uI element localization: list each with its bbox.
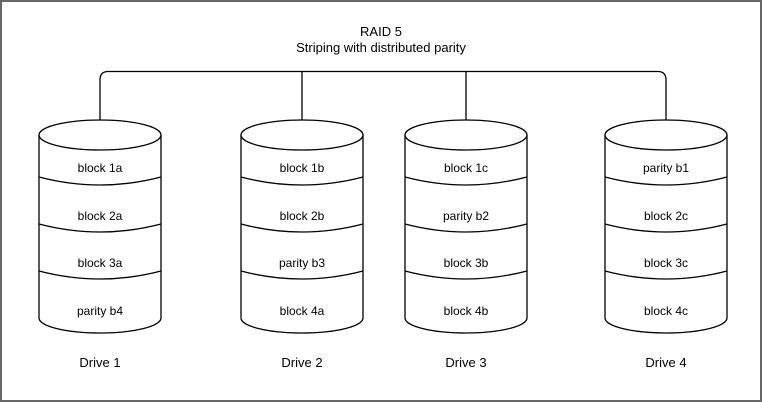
block-label: parity b2 — [442, 209, 490, 223]
block-label: parity b4 — [76, 304, 124, 318]
block-label: block 4b — [443, 304, 489, 318]
block-label: block 1c — [443, 161, 489, 175]
block-label: block 1a — [77, 161, 123, 175]
block-label: parity b1 — [642, 161, 690, 175]
drive-label: Drive 3 — [445, 355, 487, 370]
drive-1: block 1a block 2a block 3a parity b4 Dri… — [38, 119, 162, 384]
block-label: block 1b — [279, 161, 325, 175]
block-label: block 3b — [443, 256, 489, 270]
drive-label: Drive 1 — [79, 355, 121, 370]
drive-3: block 1c parity b2 block 3b block 4b Dri… — [404, 119, 528, 384]
drive-label: Drive 4 — [645, 355, 687, 370]
diagram-title: RAID 5 — [360, 24, 402, 39]
block-label: block 4a — [279, 304, 325, 318]
block-label: block 2b — [279, 209, 325, 223]
block-label: block 2a — [77, 209, 123, 223]
disk-cylinder-icon — [38, 119, 162, 334]
drive-label: Drive 2 — [281, 355, 323, 370]
block-label: parity b3 — [278, 256, 326, 270]
block-label: block 2c — [643, 209, 689, 223]
diagram-title-block: RAID 5 Striping with distributed parity — [2, 24, 760, 56]
disk-cylinder-icon — [240, 119, 364, 334]
drive-4: parity b1 block 2c block 3c block 4c Dri… — [604, 119, 728, 384]
disk-cylinder-icon — [404, 119, 528, 334]
disk-cylinder-icon — [604, 119, 728, 334]
block-label: block 3a — [77, 256, 123, 270]
diagram-subtitle: Striping with distributed parity — [296, 40, 466, 55]
bus-line — [99, 70, 667, 121]
block-label: block 3c — [643, 256, 689, 270]
drive-2: block 1b block 2b parity b3 block 4a Dri… — [240, 119, 364, 384]
block-label: block 4c — [643, 304, 689, 318]
